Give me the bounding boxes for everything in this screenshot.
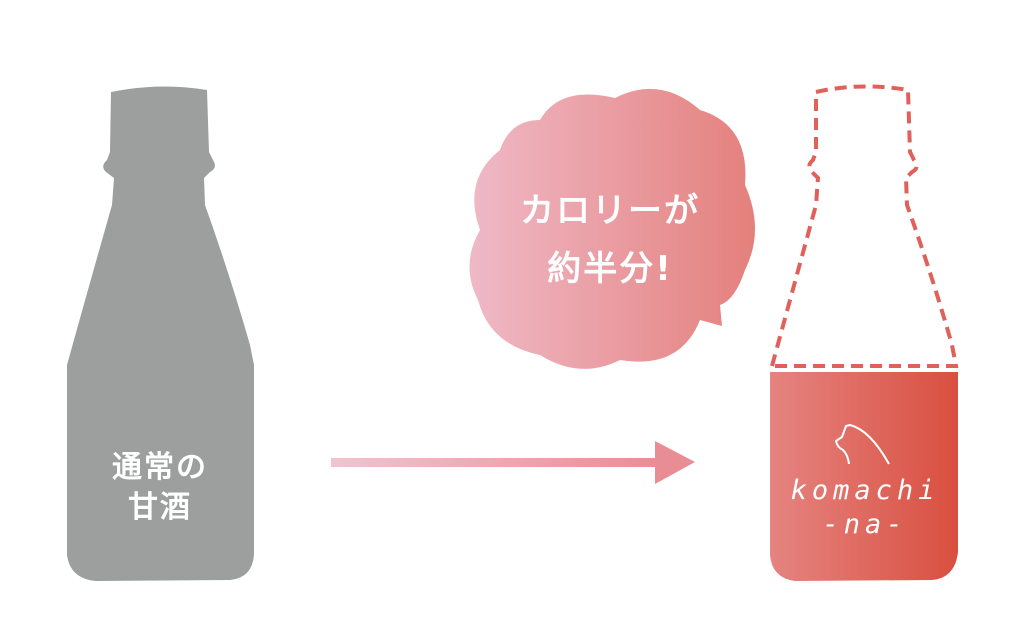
- komachi-bottle-outline: [769, 84, 959, 368]
- arrow: [331, 441, 695, 484]
- brand-line2: -na-: [822, 509, 908, 540]
- komachi-bottle-fill: [770, 372, 958, 581]
- bubble-line1: カロリーが: [520, 191, 700, 231]
- normal-label-line2: 甘酒: [128, 490, 192, 525]
- brand-logo: komachi -na-: [775, 474, 955, 542]
- normal-label-line1: 通常の: [112, 450, 208, 485]
- speech-bubble: [469, 88, 755, 369]
- bubble-line2: 約半分!: [547, 249, 673, 289]
- normal-amazake-bottle: [67, 86, 254, 581]
- brand-line1: komachi: [790, 475, 940, 506]
- normal-amazake-label: 通常の 甘酒: [90, 448, 230, 528]
- dog-logo-icon: [835, 424, 890, 465]
- bubble-text: カロリーが 約半分!: [480, 182, 740, 298]
